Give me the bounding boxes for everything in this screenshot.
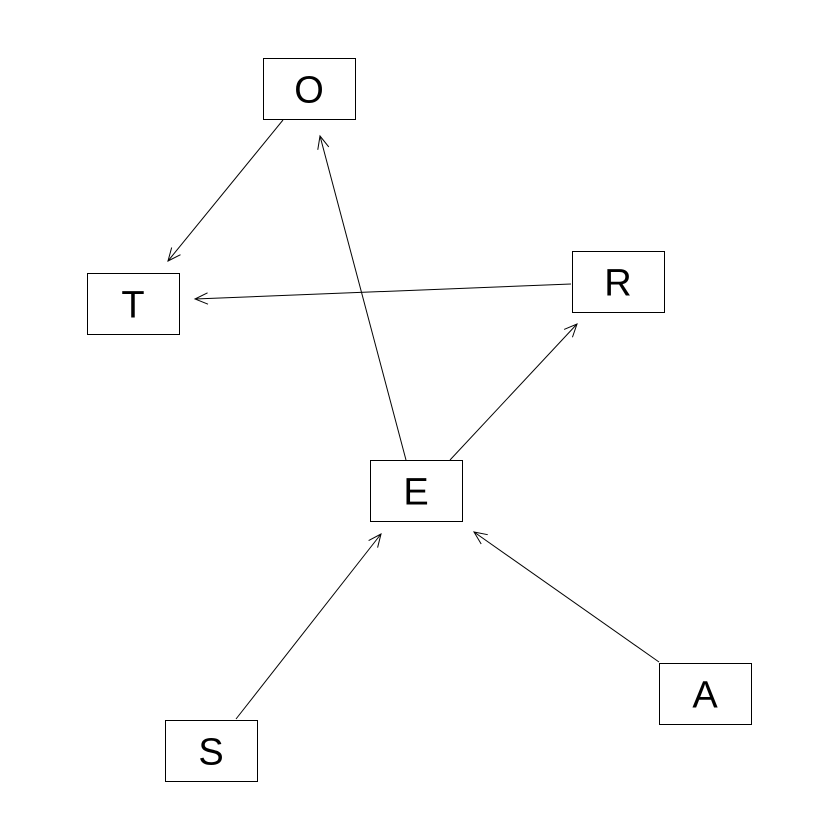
nodes-layer: O T R E S A (87, 58, 752, 782)
edge-line (167, 119, 284, 262)
node-o: O (263, 58, 356, 120)
edge-line (449, 323, 578, 461)
arrowhead-icon (193, 292, 209, 305)
edge-e-to-r (449, 323, 578, 461)
node-a: A (659, 663, 752, 725)
node-box (370, 460, 463, 522)
arrowhead-icon (472, 531, 488, 545)
edge-s-to-e (235, 533, 382, 720)
node-label: O (294, 70, 324, 112)
edge-line (235, 533, 382, 720)
node-box (87, 273, 180, 335)
arrowhead-icon (167, 247, 181, 262)
edge-e-to-o (317, 134, 407, 461)
node-box (165, 720, 258, 782)
node-label: S (198, 732, 223, 774)
edge-r-to-t (193, 283, 572, 305)
edge-line (473, 531, 660, 663)
edge-line (319, 135, 407, 461)
node-e: E (370, 460, 463, 522)
node-label: E (403, 472, 428, 514)
edge-o-to-t (167, 119, 284, 262)
node-r: R (572, 251, 665, 313)
arrowhead-icon (368, 533, 382, 548)
arrowhead-icon (563, 323, 578, 338)
node-label: T (121, 285, 144, 327)
node-s: S (165, 720, 258, 782)
arrowhead-icon (317, 134, 330, 150)
edge-line (194, 283, 572, 300)
node-label: R (604, 263, 631, 305)
node-box (659, 663, 752, 725)
node-label: A (692, 675, 718, 717)
node-box (572, 251, 665, 313)
node-t: T (87, 273, 180, 335)
edges-layer (167, 119, 660, 720)
node-box (263, 58, 356, 120)
edge-a-to-e (472, 531, 660, 663)
